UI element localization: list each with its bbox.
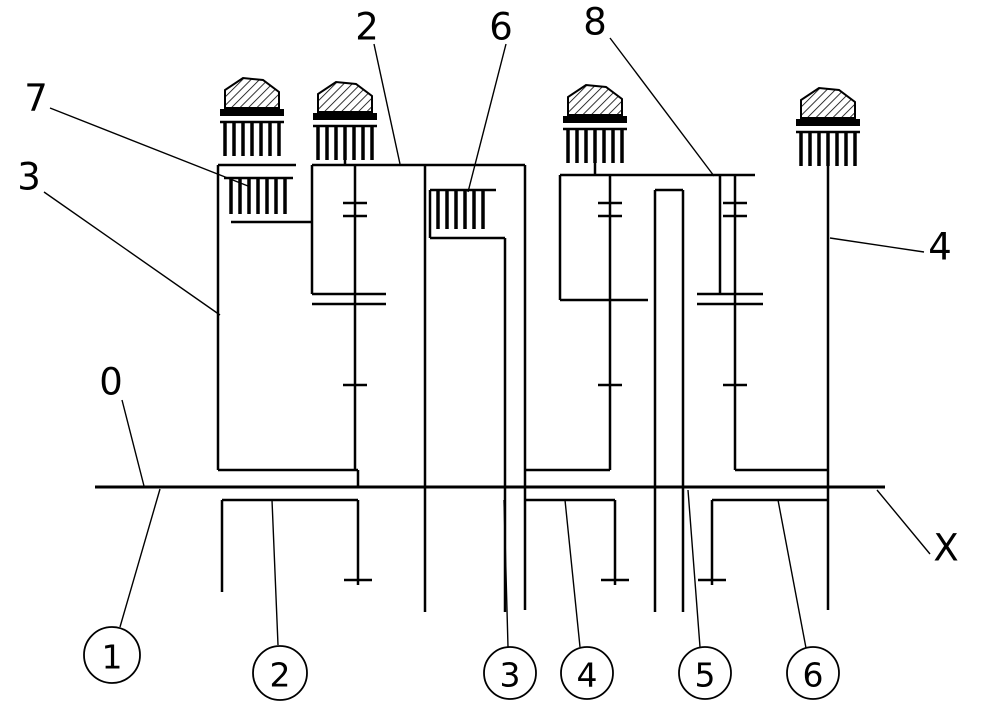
part-label-7: 7 — [24, 77, 48, 120]
callout-circle-5: 5 — [678, 646, 732, 700]
leader-lines — [43, 37, 931, 649]
housing-brake-icon-1 — [218, 76, 286, 158]
brake-pack-6-icon — [436, 190, 485, 229]
callout-circle-5-outline — [678, 646, 732, 700]
callout-number-5: 5 — [695, 656, 716, 695]
callout-circle-1: 1 — [83, 626, 141, 684]
part-label-4: 4 — [928, 226, 952, 269]
part-label-3: 3 — [17, 156, 41, 199]
part-label-x: X — [933, 527, 958, 570]
callout-circle-4-outline — [560, 646, 614, 700]
brake-pack-7-icon — [224, 176, 312, 224]
callout-circle-6-outline — [786, 646, 840, 700]
part-label-6: 6 — [489, 6, 513, 49]
housing-brake-icon-3 — [561, 83, 629, 165]
callout-circle-4: 4 — [560, 646, 614, 700]
part-label-8: 8 — [583, 1, 607, 44]
housing-brake-units — [218, 76, 862, 168]
callout-number-3: 3 — [500, 656, 521, 695]
part-label-0: 0 — [99, 361, 123, 404]
callout-number-2: 2 — [270, 656, 291, 695]
housing-brake-icon-4 — [794, 86, 862, 168]
callout-circles: 1 2 3 4 5 6 — [83, 626, 840, 701]
callout-number-6: 6 — [803, 656, 824, 695]
callout-circle-3: 3 — [483, 646, 537, 700]
part-label-2: 2 — [355, 6, 379, 49]
housing-brake-icon-2 — [311, 80, 379, 162]
part-labels: 7 3 0 2 6 8 4 X — [17, 1, 958, 570]
callout-number-1: 1 — [102, 638, 123, 677]
callout-number-4: 4 — [577, 656, 598, 695]
callout-circle-2-outline — [252, 645, 308, 701]
structure-lines — [216, 158, 830, 612]
callout-circle-6: 6 — [786, 646, 840, 700]
callout-circle-1-outline — [83, 626, 141, 684]
callout-circle-2: 2 — [252, 645, 308, 701]
gear-mesh-ticks — [343, 201, 747, 582]
callout-circle-3-outline — [483, 646, 537, 700]
